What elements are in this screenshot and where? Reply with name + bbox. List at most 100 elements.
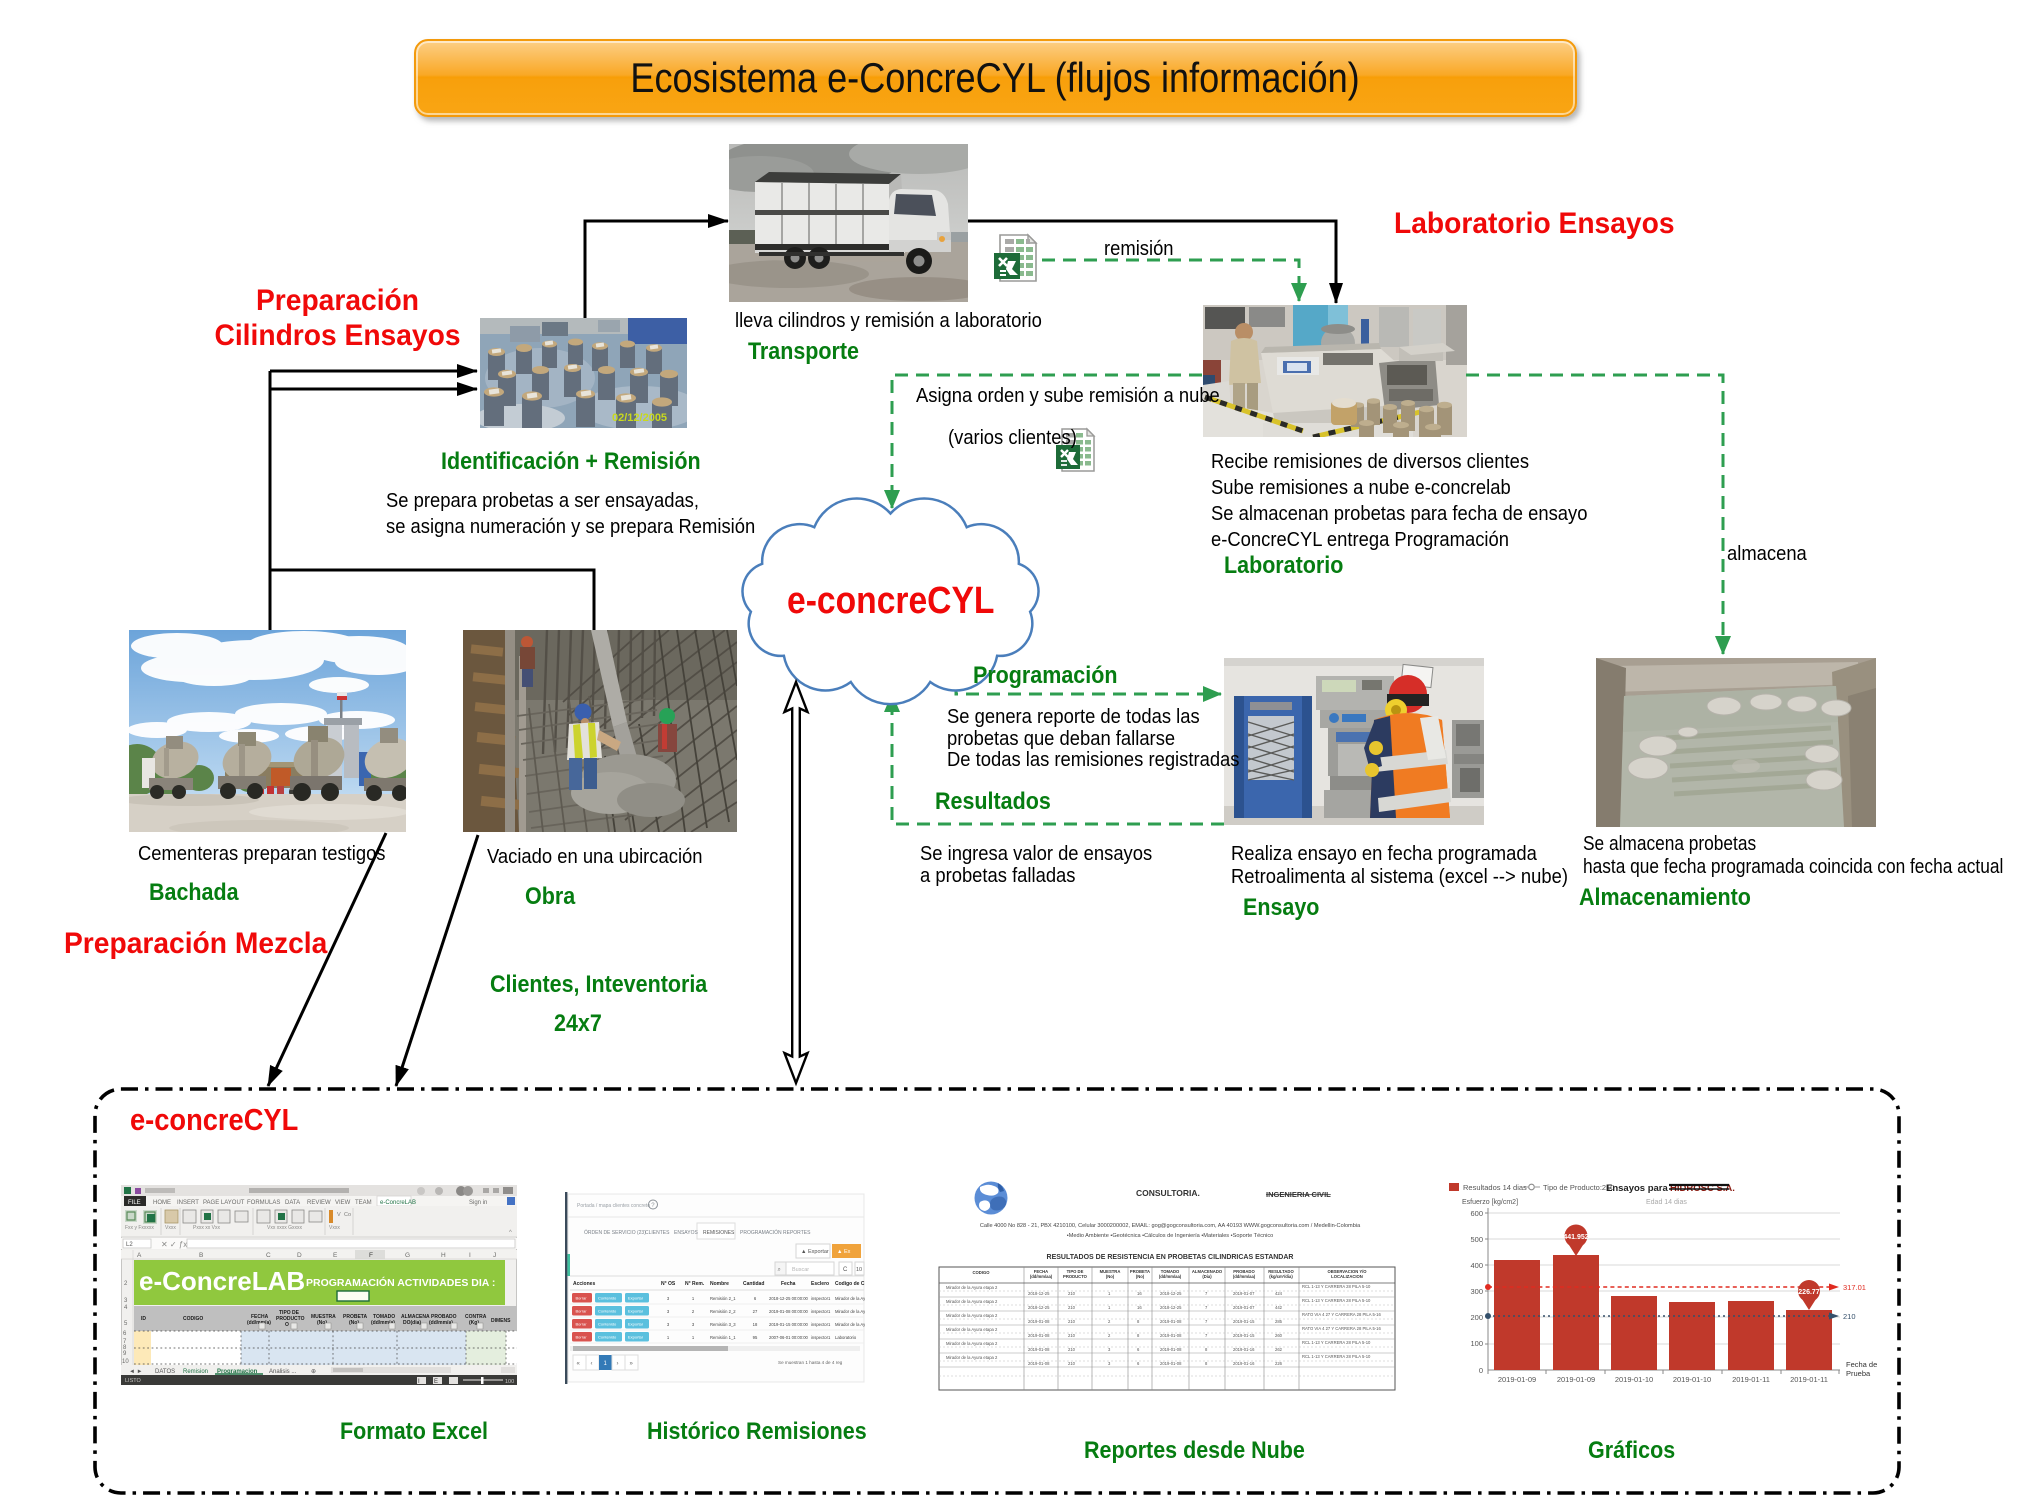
svg-text:2019-01-15: 2019-01-15 (1233, 1333, 1255, 1338)
svg-text:Pxxx xx Vxx: Pxxx xx Vxx (193, 1225, 220, 1231)
svg-text:200: 200 (1470, 1313, 1483, 1322)
svg-text:CODIGO: CODIGO (973, 1270, 991, 1275)
svg-text:2019-01-07: 2019-01-07 (1233, 1291, 1255, 1296)
svg-text:226: 226 (1275, 1361, 1283, 1366)
svg-text:Exportar: Exportar (628, 1309, 644, 1314)
svg-text:100: 100 (505, 1379, 514, 1385)
svg-text:2019-01-08: 2019-01-08 (1028, 1361, 1050, 1366)
svg-text:RCL 1-13 Y CARRERA 28 PILA 5-1: RCL 1-13 Y CARRERA 28 PILA 5-10 (1302, 1284, 1371, 1289)
svg-text:2019-01-11: 2019-01-11 (1732, 1375, 1770, 1384)
svg-text:2019-01-08: 2019-01-08 (1160, 1361, 1182, 1366)
svg-text:H: H (441, 1252, 446, 1259)
svg-text:PRODUCTO: PRODUCTO (276, 1316, 305, 1322)
svg-text:(No): (No) (1106, 1274, 1115, 1279)
svg-text:2019-01-08: 2019-01-08 (1160, 1333, 1182, 1338)
svg-text:Cantidad: Cantidad (743, 1281, 764, 1287)
svg-text:Exportar: Exportar (628, 1335, 644, 1340)
svg-text:210: 210 (1068, 1305, 1076, 1310)
svg-text:2018-12-25: 2018-12-25 (1028, 1305, 1050, 1310)
svg-text:RESULTADOS DE RESISTENCIA EN P: RESULTADOS DE RESISTENCIA EN PROBETAS CI… (1047, 1254, 1294, 1261)
svg-text:DO(dia): DO(dia) (403, 1320, 421, 1326)
svg-text:REVIEW: REVIEW (307, 1200, 331, 1206)
svg-text:^: ^ (509, 1230, 512, 1236)
svg-text:600: 600 (1470, 1209, 1483, 1218)
svg-text:2019-01-11: 2019-01-11 (1790, 1375, 1828, 1384)
svg-text:2019-01-15: 2019-01-15 (1233, 1319, 1255, 1324)
svg-text:CLIENTES: CLIENTES (645, 1230, 670, 1236)
svg-text:2018-12-25: 2018-12-25 (1160, 1305, 1182, 1310)
svg-text:16: 16 (1137, 1305, 1142, 1310)
svg-text:Mirador de la Ayu: Mirador de la Ayu (835, 1309, 865, 1314)
svg-text:V: V (337, 1212, 341, 1218)
svg-text:LISTO: LISTO (125, 1378, 142, 1384)
svg-text:N° Rem.: N° Rem. (685, 1281, 705, 1287)
svg-text:Fecha: Fecha (781, 1281, 796, 1287)
svg-text:Acciones: Acciones (573, 1281, 595, 1287)
svg-text:2018-12-25 00:00:00: 2018-12-25 00:00:00 (769, 1296, 809, 1301)
svg-text:Co: Co (344, 1212, 351, 1218)
svg-text:2019-01-07: 2019-01-07 (1233, 1305, 1255, 1310)
svg-text:Buscar: Buscar (792, 1267, 809, 1273)
svg-text:⊕: ⊕ (311, 1369, 316, 1375)
svg-text:B: B (199, 1252, 203, 1259)
svg-text:‹: ‹ (591, 1361, 593, 1367)
svg-text:Remision: Remision (183, 1369, 208, 1375)
svg-text:300: 300 (1470, 1287, 1483, 1296)
svg-text:DIMENS: DIMENS (491, 1318, 511, 1324)
svg-text:2019-01-08: 2019-01-08 (1160, 1319, 1182, 1324)
svg-text:ENSAYOS: ENSAYOS (674, 1230, 698, 1236)
svg-text:Contenido: Contenido (598, 1296, 617, 1301)
svg-text:(No): (No) (1136, 1274, 1145, 1279)
svg-text:2019-01-08: 2019-01-08 (1028, 1319, 1050, 1324)
svg-text:ÓRDEN DE SERVICIO (23): ÓRDEN DE SERVICIO (23) (584, 1229, 646, 1236)
svg-text:e-ConcreLAB: e-ConcreLAB (380, 1200, 416, 1206)
svg-text:PAGE LAYOUT: PAGE LAYOUT (203, 1200, 245, 1206)
svg-text:Vxx xxxx Gxxxx: Vxx xxxx Gxxxx (267, 1225, 303, 1231)
svg-text:2019-01-16: 2019-01-16 (1233, 1347, 1255, 1352)
svg-text:PROGRAMACIÓN ACTIVIDADES DIA :: PROGRAMACIÓN ACTIVIDADES DIA : (306, 1276, 495, 1289)
svg-text:2019-01-09: 2019-01-09 (1498, 1375, 1536, 1384)
svg-text:16: 16 (1137, 1291, 1142, 1296)
svg-text:C: C (266, 1252, 271, 1259)
svg-text:D: D (297, 1252, 302, 1259)
svg-text:Esclero: Esclero (811, 1281, 829, 1287)
svg-text:210: 210 (1068, 1291, 1076, 1296)
svg-text:Analisis ...: Analisis ... (269, 1369, 297, 1375)
svg-text:(dd/mm/aa): (dd/mm/aa) (1159, 1274, 1182, 1279)
svg-text:inspector1: inspector1 (811, 1322, 831, 1327)
svg-text:Mirador de la Ayura etapa 2: Mirador de la Ayura etapa 2 (946, 1327, 998, 1332)
svg-text:Exportar: Exportar (628, 1296, 644, 1301)
svg-text:O: O (285, 1322, 289, 1328)
svg-text:INSERT: INSERT (177, 1200, 199, 1206)
svg-text:LOCALIZACION: LOCALIZACION (1331, 1274, 1363, 1279)
svg-text:N° OS: N° OS (661, 1281, 676, 1287)
svg-text:C: C (843, 1267, 848, 1273)
svg-text:(dd/mm/aa): (dd/mm/aa) (1030, 1274, 1053, 1279)
svg-text:2019-01-09: 2019-01-09 (1557, 1375, 1595, 1384)
svg-text:0: 0 (1479, 1366, 1483, 1375)
svg-text:285: 285 (1275, 1319, 1283, 1324)
svg-text:Esfuerzo [kg/cm2]: Esfuerzo [kg/cm2] (1462, 1199, 1518, 1206)
svg-text:L2: L2 (126, 1242, 133, 1248)
svg-text:260: 260 (1275, 1333, 1283, 1338)
svg-text:Calle 4000 No 828 - 21, PBX 42: Calle 4000 No 828 - 21, PBX 4210100, Cel… (980, 1223, 1361, 1229)
svg-text:Ensayos para: Ensayos para (1606, 1183, 1668, 1194)
svg-text:210: 210 (1843, 1312, 1856, 1321)
svg-text:Borrar: Borrar (576, 1335, 588, 1340)
svg-text:TEAM: TEAM (355, 1200, 372, 1206)
svg-text:2019-01-08 00:00:00: 2019-01-08 00:00:00 (769, 1309, 809, 1314)
svg-text:I: I (469, 1252, 471, 1259)
svg-text:Remisión 2_1: Remisión 2_1 (710, 1296, 736, 1301)
svg-text:27: 27 (753, 1309, 758, 1314)
svg-text:Laboratorio: Laboratorio (835, 1335, 857, 1340)
svg-text:Mirador de la Ayura etapa 2: Mirador de la Ayura etapa 2 (946, 1341, 998, 1346)
svg-text:262: 262 (1275, 1347, 1283, 1352)
svg-text:442: 442 (1275, 1305, 1283, 1310)
svg-text:FILE: FILE (128, 1200, 141, 1206)
svg-text:CONSULTORIA.: CONSULTORIA. (1136, 1188, 1200, 1198)
svg-text:ID: ID (141, 1316, 146, 1322)
svg-text:Fecha de: Fecha de (1846, 1360, 1877, 1369)
svg-text:RATO VIA 4 27 Y CARRERA 28 PIL: RATO VIA 4 27 Y CARRERA 28 PILA 5-16 (1302, 1312, 1382, 1317)
svg-text:Borrar: Borrar (576, 1309, 588, 1314)
svg-text:(kg/cm²/dia): (kg/cm²/dia) (1269, 1274, 1293, 1279)
